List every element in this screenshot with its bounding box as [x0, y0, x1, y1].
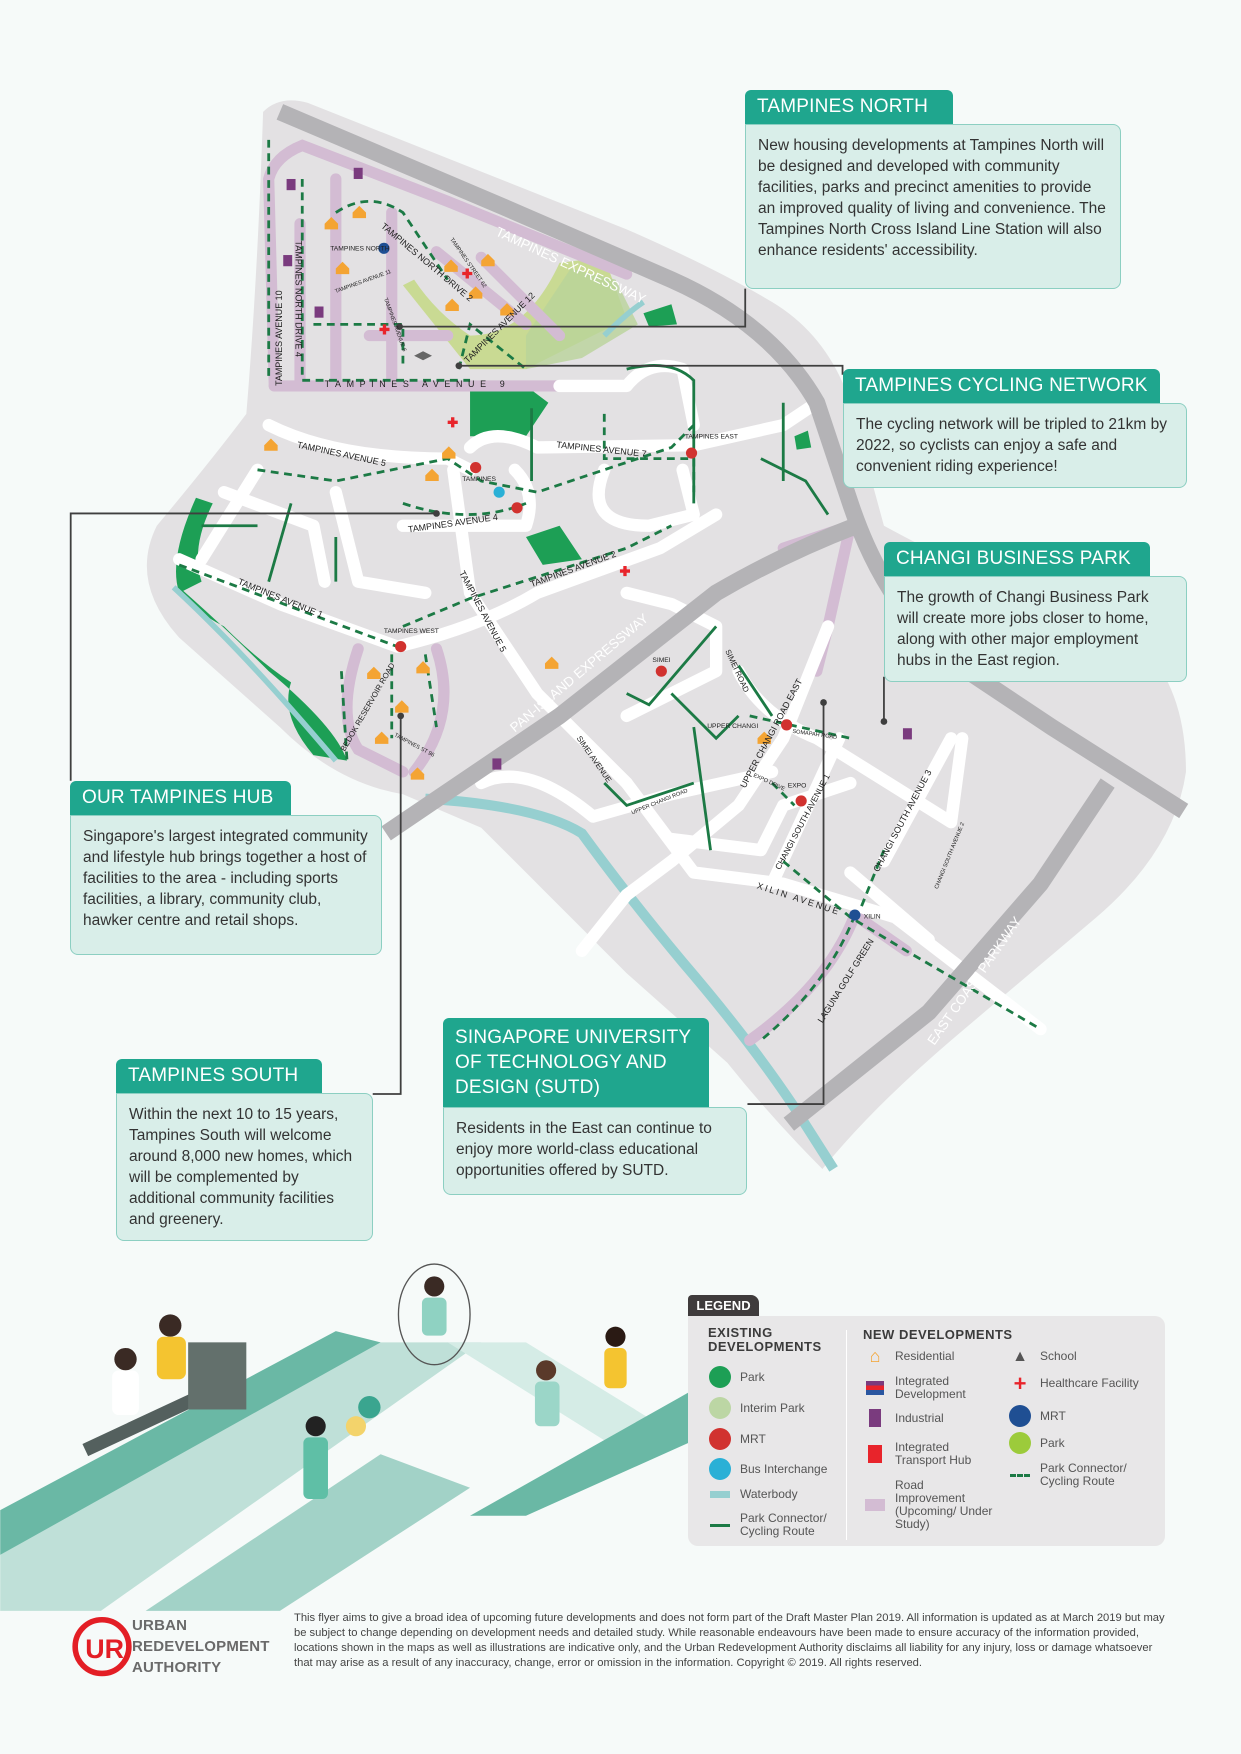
legend-item-interim-park: Interim Park: [708, 1397, 805, 1419]
ura-logo-icon: UR: [72, 1616, 132, 1677]
healthcare-icons: [379, 268, 631, 577]
tampines-south-body: Within the next 10 to 15 years, Tampines…: [116, 1093, 373, 1241]
healthcare-icon: +: [1013, 1371, 1027, 1396]
park-southwest: [179, 587, 347, 761]
cycling-network-body: The cycling network will be tripled to 2…: [843, 403, 1187, 488]
sutd-body: Residents in the East can continue to en…: [443, 1107, 747, 1195]
leader-lines: [69, 288, 885, 1105]
svg-text:UR: UR: [85, 1634, 124, 1664]
map-label: TAMPINES AVENUE 9: [325, 379, 511, 389]
legend-tab: LEGEND: [688, 1295, 759, 1317]
waterbody-west: [171, 299, 645, 763]
our-tampines-hub-body: Singapore's largest integrated community…: [70, 815, 382, 955]
waterbody-icon: [708, 1491, 732, 1498]
station-label: TAMPINES EAST: [685, 434, 738, 441]
transport-hub-icon: [863, 1445, 887, 1463]
legend-item-school: ▲School: [1008, 1348, 1077, 1365]
legend-item-integrated-development: Integrated Development: [863, 1375, 978, 1401]
tampines-north-body: New housing developments at Tampines Nor…: [745, 124, 1121, 289]
bus-interchange-icon: [493, 486, 505, 498]
mrt-existing-icons: [395, 447, 807, 807]
waterbody: [424, 793, 838, 1172]
new-mrt-icon: [1008, 1405, 1032, 1427]
new-park-icon: [1008, 1432, 1032, 1454]
industrial-icon: [863, 1409, 887, 1427]
station-label: UPPER CHANGI: [707, 723, 758, 730]
mrt-new-icons: [378, 242, 861, 921]
legend-item-bus-interchange: Bus Interchange: [708, 1458, 827, 1480]
park: [470, 385, 549, 437]
legend-divider: [846, 1330, 847, 1540]
station-label: TAMPINES: [462, 476, 496, 483]
park-connector-dashed-icon: [1008, 1473, 1032, 1477]
legend-item-industrial: Industrial: [863, 1409, 944, 1427]
legend-item-transport-hub: Integrated Transport Hub: [863, 1441, 978, 1467]
park-icon: [708, 1366, 732, 1388]
people-illustration: [0, 1263, 689, 1611]
station-labels: TAMPINES NORTH TAMPINES TAMPINES EAST TA…: [330, 246, 881, 921]
station-label: TAMPINES WEST: [384, 628, 439, 635]
school-icon: ▲: [1012, 1348, 1028, 1365]
disclaimer: This flyer aims to give a broad idea of …: [294, 1612, 1165, 1669]
residential-icons: [264, 205, 771, 780]
legend-new-title: NEW DEVELOPMENTS: [863, 1327, 1013, 1342]
roads: [173, 359, 1047, 1036]
cycling-network-title: TAMPINES CYCLING NETWORK: [843, 369, 1160, 403]
legend-item-healthcare: +Healthcare Facility: [1008, 1371, 1139, 1396]
legend-item-mrt: MRT: [708, 1428, 766, 1450]
map-label: TAMPINES AVENUE 10: [274, 290, 284, 386]
ura-logo-text: URBAN REDEVELOPMENT AUTHORITY: [132, 1617, 270, 1676]
legend-existing-title: EXISTING DEVELOPMENTS: [708, 1325, 822, 1354]
legend-item-road-improvement: Road Improvement (Upcoming/ Under Study): [863, 1479, 993, 1531]
pan-island-expressway: [381, 517, 859, 841]
changi-business-park-body: The growth of Changi Business Park will …: [884, 576, 1187, 682]
residential-icon: ⌂: [869, 1346, 881, 1366]
legend-item-residential: ⌂Residential: [863, 1346, 955, 1366]
school-icon: [414, 351, 433, 361]
legend-item-waterbody: Waterbody: [708, 1488, 798, 1501]
tampines-north-title: TAMPINES NORTH: [745, 90, 953, 124]
our-tampines-hub-title: OUR TAMPINES HUB: [70, 781, 291, 815]
east-coast-parkway: [783, 778, 1115, 1131]
road-improvement-icon: [863, 1499, 887, 1511]
legend: EXISTING DEVELOPMENTS NEW DEVELOPMENTS P…: [688, 1316, 1165, 1546]
legend-item-new-park: Park: [1008, 1432, 1065, 1454]
station-label: SIMEI: [652, 657, 670, 664]
legend-item-park-connector: Park Connector/ Cycling Route: [708, 1512, 838, 1538]
station-label: TAMPINES NORTH: [330, 246, 389, 253]
map-label: TAMPINES NORTH DRIVE 4: [294, 241, 304, 357]
cycling-routes: [178, 139, 1042, 1042]
interim-park-icon: [708, 1397, 732, 1419]
station-label: EXPO: [788, 783, 807, 790]
leader-dots: [396, 323, 888, 725]
tampines-south-title: TAMPINES SOUTH: [116, 1059, 322, 1093]
park-west: [176, 497, 213, 593]
changi-business-park-title: CHANGI BUSINESS PARK: [884, 542, 1150, 576]
sutd-title: SINGAPORE UNIVERSITY OF TECHNOLOGY AND D…: [443, 1018, 709, 1107]
mrt-icon: [708, 1428, 732, 1450]
legend-item-new-mrt: MRT: [1008, 1405, 1066, 1427]
industrial-icons: [283, 167, 912, 770]
park-connector-line-icon: [708, 1523, 732, 1527]
bus-interchange-icon: [708, 1458, 732, 1480]
legend-item-park: Park: [708, 1366, 765, 1388]
integrated-development-icon: [863, 1381, 887, 1395]
station-label: XILIN: [864, 913, 881, 920]
park-east: [525, 304, 812, 565]
interim-park-2: [525, 268, 638, 370]
legend-item-new-park-connector: Park Connector/ Cycling Route: [1008, 1462, 1133, 1488]
